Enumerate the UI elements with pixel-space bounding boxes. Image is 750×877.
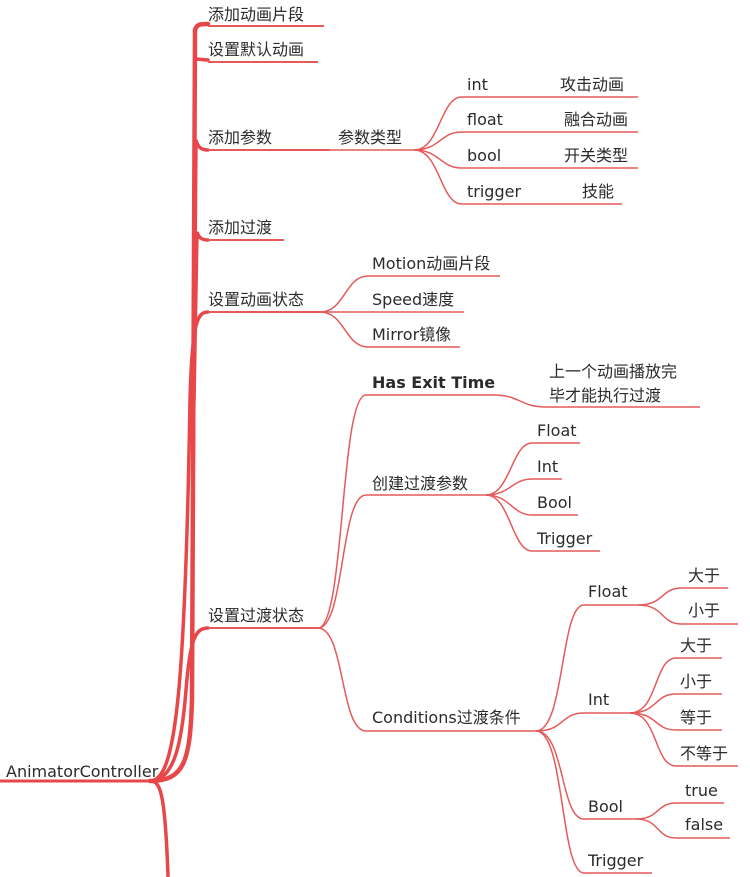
state-speed[interactable]: Speed速度 [372, 290, 455, 309]
create-param-bool[interactable]: Bool [537, 493, 572, 512]
param-type-int[interactable]: int [467, 75, 488, 94]
param-use-blend[interactable]: 融合动画 [564, 110, 629, 129]
create-param-trigger[interactable]: Trigger [537, 529, 593, 548]
cond-int-ne[interactable]: 不等于 [680, 744, 729, 763]
cond-bool-false[interactable]: false [685, 815, 724, 834]
create-param-int[interactable]: Int [537, 457, 559, 476]
state-motion[interactable]: Motion动画片段 [372, 254, 491, 273]
exit-time-note-line2[interactable]: 毕才能执行过渡 [549, 386, 662, 405]
cond-int-lt[interactable]: 小于 [680, 672, 713, 691]
cond-int-gt[interactable]: 大于 [680, 636, 713, 655]
branch-add-transition[interactable]: 添加过渡 [208, 218, 273, 237]
param-use-attack[interactable]: 攻击动画 [560, 75, 625, 94]
branch-set-state[interactable]: 设置动画状态 [208, 290, 305, 309]
param-types-node[interactable]: 参数类型 [338, 128, 403, 147]
branch-set-default[interactable]: 设置默认动画 [208, 40, 305, 59]
cond-int[interactable]: Int [588, 690, 610, 709]
branch-set-transition[interactable]: 设置过渡状态 [208, 606, 305, 625]
branch-add-param[interactable]: 添加参数 [208, 128, 273, 147]
param-type-float[interactable]: float [467, 110, 503, 129]
transition-conditions[interactable]: Conditions过渡条件 [372, 708, 521, 727]
exit-time-note-line1[interactable]: 上一个动画播放完 [549, 362, 678, 381]
transition-has-exit-time[interactable]: Has Exit Time [372, 373, 496, 392]
cond-trigger[interactable]: Trigger [588, 851, 644, 870]
transition-create-params[interactable]: 创建过渡参数 [372, 474, 469, 493]
cond-float-lt[interactable]: 小于 [688, 601, 721, 620]
cond-float[interactable]: Float [588, 582, 628, 601]
state-mirror[interactable]: Mirror镜像 [372, 325, 452, 344]
branch-add-clip[interactable]: 添加动画片段 [208, 5, 305, 24]
create-param-float[interactable]: Float [537, 421, 577, 440]
param-type-trigger[interactable]: trigger [467, 182, 522, 201]
cond-bool-true[interactable]: true [685, 781, 718, 800]
root-node[interactable]: AnimatorController [6, 762, 159, 781]
param-type-bool[interactable]: bool [467, 146, 502, 165]
cond-int-eq[interactable]: 等于 [680, 708, 713, 727]
param-use-switch[interactable]: 开关类型 [564, 146, 629, 165]
cond-bool[interactable]: Bool [588, 797, 623, 816]
param-use-skill[interactable]: 技能 [582, 182, 615, 201]
cond-float-gt[interactable]: 大于 [688, 566, 721, 585]
